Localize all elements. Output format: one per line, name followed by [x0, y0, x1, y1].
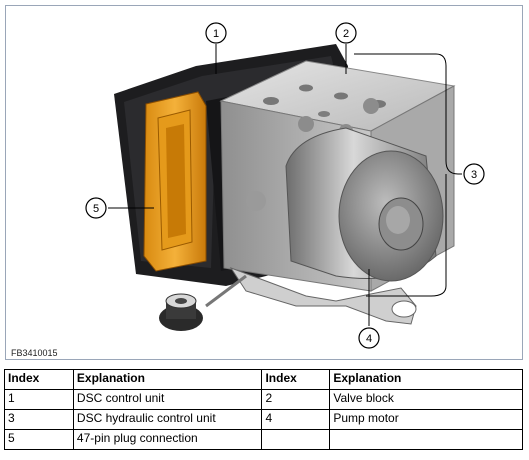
callout-5-label: 5 [93, 203, 99, 215]
header-explanation-2: Explanation [329, 369, 523, 390]
pump-motor-drawing [285, 127, 444, 282]
table-cell: 4 [261, 409, 331, 430]
table-cell [329, 429, 523, 450]
table-cell: 2 [261, 389, 331, 410]
header-explanation-1: Explanation [72, 369, 263, 390]
figure-id: FB3410015 [11, 348, 58, 358]
callout-4: 4 [358, 327, 380, 349]
mounting-bracket-drawing [159, 266, 417, 331]
table-cell: 3 [4, 409, 74, 430]
table-cell: 5 [4, 429, 74, 450]
table-cell: DSC hydraulic control unit [72, 409, 263, 430]
dsc-unit-drawing: 1 2 3 4 5 [85, 22, 485, 349]
table-cell: 1 [4, 389, 74, 410]
table-cell: 47-pin plug connection [72, 429, 263, 450]
table-row: 3 DSC hydraulic control unit 4 Pump moto… [4, 409, 523, 430]
callout-5: 5 [85, 197, 107, 219]
callout-4-label: 4 [366, 333, 372, 345]
component-illustration: 1 2 3 4 5 FB3410015 [5, 5, 523, 360]
callout-2: 2 [335, 22, 357, 44]
table-row: 5 47-pin plug connection [4, 429, 523, 450]
table-cell: Pump motor [329, 409, 523, 430]
callout-3-label: 3 [471, 169, 477, 181]
callout-lines [108, 44, 462, 326]
table-cell [261, 429, 331, 450]
callout-2-label: 2 [343, 28, 349, 40]
legend-table: Index Explanation Index Explanation 1 DS… [4, 369, 523, 450]
callout-1: 1 [205, 22, 227, 44]
plug-connector-drawing [143, 91, 207, 272]
header-index-1: Index [4, 369, 74, 390]
header-index-2: Index [261, 369, 331, 390]
table-row: 1 DSC control unit 2 Valve block [4, 389, 523, 410]
table-cell: DSC control unit [72, 389, 263, 410]
callout-3: 3 [463, 163, 485, 185]
table-cell: Valve block [329, 389, 523, 410]
callout-1-label: 1 [213, 28, 219, 40]
legend-header-row: Index Explanation Index Explanation [4, 369, 523, 390]
